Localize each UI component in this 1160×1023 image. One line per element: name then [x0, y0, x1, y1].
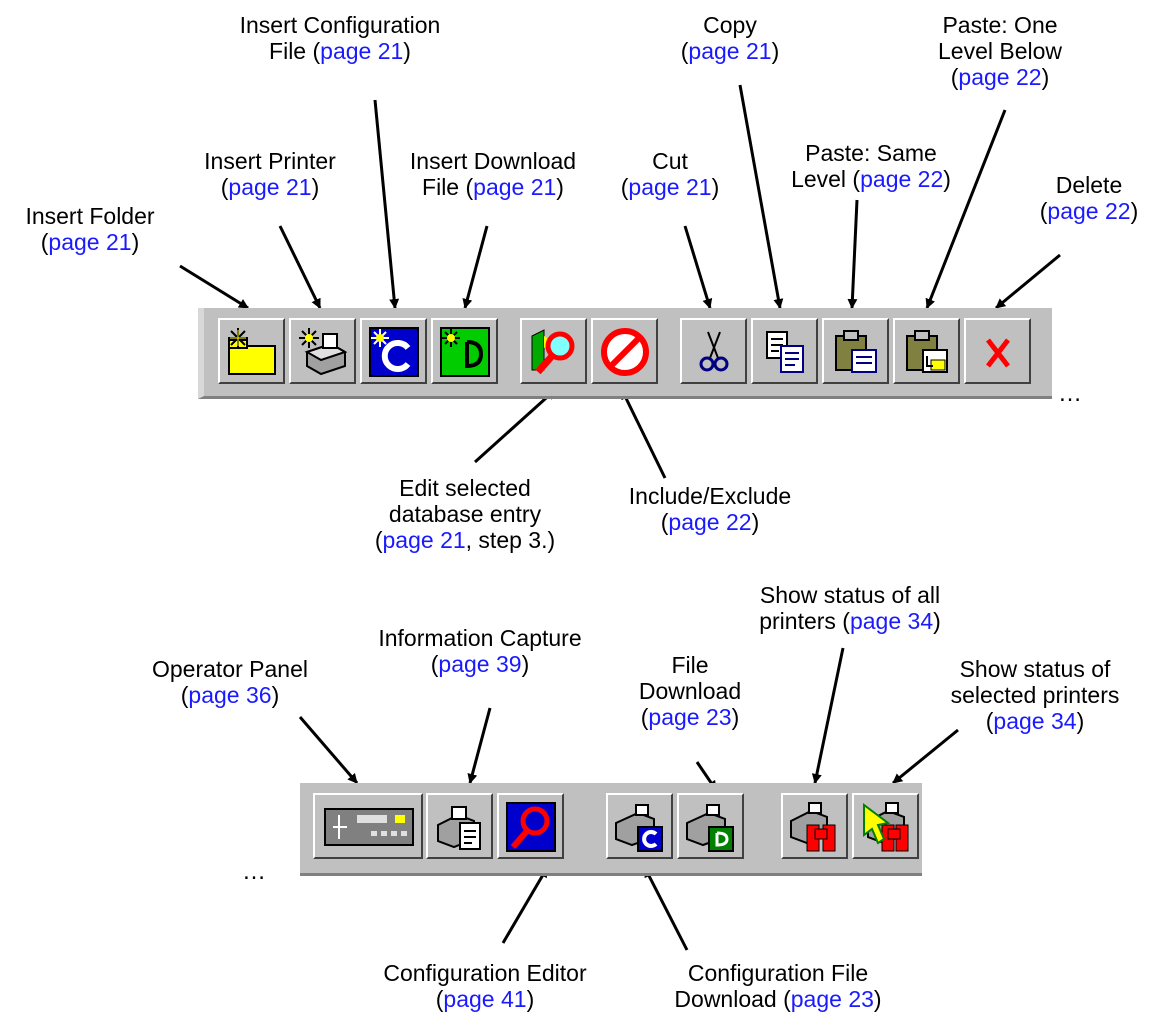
label-status-selected: Show status of selected printers (page 3… [950, 656, 1120, 734]
printer-new-icon [299, 328, 348, 376]
delete-button[interactable] [964, 318, 1031, 384]
link-edit-entry[interactable]: page 21 [382, 527, 466, 553]
configuration-editor-button[interactable] [497, 793, 564, 859]
link-config-file-download[interactable]: page 23 [790, 986, 874, 1012]
label-operator-panel: Operator Panel (page 36) [152, 656, 308, 708]
link-info-capture[interactable]: page 39 [438, 651, 522, 677]
printer-config-download-icon [615, 804, 663, 852]
include-exclude-button[interactable] [591, 318, 658, 384]
insert-printer-button[interactable] [289, 318, 356, 384]
label-delete: Delete (page 22) [1039, 172, 1139, 224]
arrow-insert-folder [179, 264, 249, 310]
paste-level-below-button[interactable] [893, 318, 960, 384]
cut-button[interactable] [680, 318, 747, 384]
arrow-cut [683, 225, 713, 309]
printer-status-selected-icon [863, 802, 909, 852]
operator-panel-icon [324, 808, 414, 846]
arrow-info-capture [467, 707, 492, 784]
arrow-copy [738, 84, 784, 309]
label-paste-same: Paste: Same Level (page 22) [791, 140, 951, 192]
printer-file-download-icon [686, 804, 734, 852]
link-cut[interactable]: page 21 [628, 174, 712, 200]
label-include-exclude: Include/Exclude (page 22) [628, 483, 792, 535]
label-edit-entry: Edit selected database entry (page 21, s… [374, 475, 556, 553]
arrow-status-selected [892, 728, 959, 785]
link-delete[interactable]: page 22 [1047, 198, 1131, 224]
paste-same-level-button[interactable] [822, 318, 889, 384]
config-editor-icon [506, 802, 556, 852]
link-copy[interactable]: page 21 [688, 38, 772, 64]
arrow-config-editor [501, 867, 549, 944]
link-config-editor[interactable]: page 41 [443, 986, 527, 1012]
scissors-icon [699, 331, 729, 372]
edit-entry-button[interactable] [520, 318, 587, 384]
label-config-editor: Configuration Editor (page 41) [383, 960, 587, 1012]
link-paste-same[interactable]: page 22 [860, 166, 944, 192]
prohibit-icon [601, 328, 649, 376]
printer-status-all-icon [790, 802, 836, 852]
arrow-paste-below [925, 109, 1007, 309]
label-copy: Copy (page 21) [680, 12, 780, 64]
edit-magnifier-icon [531, 329, 575, 375]
label-insert-printer: Insert Printer (page 21) [204, 148, 336, 200]
link-paste-below[interactable]: page 22 [958, 64, 1042, 90]
label-config-file-download: Configuration File Download (page 23) [674, 960, 882, 1012]
arrow-paste-same [847, 199, 859, 309]
arrow-insert-download [462, 225, 489, 309]
arrow-include-exclude [620, 389, 667, 479]
ellipsis-top: … [1058, 380, 1084, 407]
label-info-capture: Information Capture (page 39) [378, 625, 582, 677]
label-status-all: Show status of all printers (page 34) [759, 582, 941, 634]
arrow-config-file-download [643, 867, 689, 951]
label-insert-download: Insert Download File (page 21) [409, 148, 577, 200]
operator-panel-button[interactable] [313, 793, 423, 859]
information-capture-button[interactable] [426, 793, 493, 859]
link-status-selected[interactable]: page 34 [993, 708, 1077, 734]
arrow-operator-panel [298, 716, 359, 784]
download-new-icon [440, 327, 490, 377]
config-new-icon [369, 327, 419, 377]
link-file-download[interactable]: page 23 [648, 704, 732, 730]
arrow-status-all [811, 647, 845, 784]
label-cut: Cut (page 21) [620, 148, 720, 200]
copy-button[interactable] [751, 318, 818, 384]
arrow-insert-config [373, 99, 400, 309]
arrow-insert-printer [278, 225, 322, 309]
delete-x-icon [986, 338, 1010, 368]
status-all-printers-button[interactable] [781, 793, 848, 859]
paste-icon [835, 330, 877, 373]
label-insert-config: Insert Configuration File (page 21) [239, 12, 441, 64]
insert-folder-button[interactable] [218, 318, 285, 384]
label-file-download: File Download (page 23) [638, 652, 742, 730]
arrow-delete [995, 253, 1061, 310]
printer-capture-icon [437, 806, 481, 850]
link-include-exclude[interactable]: page 22 [668, 509, 752, 535]
file-download-button[interactable] [677, 793, 744, 859]
copy-icon [766, 331, 804, 373]
insert-download-file-button[interactable] [431, 318, 498, 384]
link-status-all[interactable]: page 34 [849, 608, 934, 634]
configuration-file-download-button[interactable] [606, 793, 673, 859]
label-insert-folder: Insert Folder (page 21) [25, 203, 155, 255]
insert-config-file-button[interactable] [360, 318, 427, 384]
label-paste-below: Paste: One Level Below (page 22) [937, 12, 1063, 90]
link-insert-config[interactable]: page 21 [320, 38, 404, 64]
arrow-edit-entry [473, 388, 557, 464]
folder-new-icon [228, 328, 276, 375]
paste-below-icon [906, 330, 948, 373]
ellipsis-bottom: … [242, 858, 268, 885]
status-selected-printers-button[interactable] [852, 793, 919, 859]
link-insert-folder[interactable]: page 21 [48, 229, 132, 255]
link-insert-printer[interactable]: page 21 [228, 174, 312, 200]
link-operator-panel[interactable]: page 36 [188, 682, 272, 708]
link-insert-download[interactable]: page 21 [473, 174, 557, 200]
